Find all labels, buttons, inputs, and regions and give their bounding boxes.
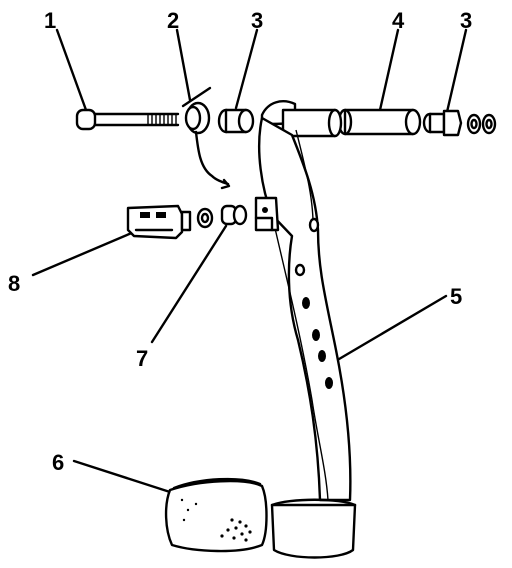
callout-labels: 1 2 3 4 3 5 6 7 8 — [8, 8, 472, 475]
callout-4: 4 — [392, 8, 405, 33]
spacer-tube — [337, 108, 422, 136]
leader-line-1 — [55, 28, 88, 112]
callout-5: 5 — [450, 284, 462, 309]
leader-line-8 — [31, 230, 136, 277]
bushing-right — [422, 109, 497, 137]
leader-lines — [31, 28, 468, 494]
callout-7: 7 — [136, 346, 148, 371]
leader-line-4 — [378, 28, 400, 112]
callout-3-right: 3 — [460, 8, 472, 33]
callout-8: 8 — [8, 271, 20, 296]
callout-2: 2 — [167, 8, 179, 33]
leader-line-5 — [332, 294, 448, 364]
leader-line-2 — [175, 28, 192, 102]
pedal-switch — [126, 204, 214, 240]
callout-3-left: 3 — [251, 8, 263, 33]
leader-line-3b — [445, 28, 468, 114]
pedal-pad — [164, 477, 268, 553]
callout-1: 1 — [44, 8, 56, 33]
bushing-left — [217, 108, 255, 134]
pivot-spring — [181, 86, 231, 190]
pedal-foot-block — [270, 498, 357, 559]
pedal-stop — [220, 204, 248, 226]
leader-line-3a — [234, 28, 259, 110]
callout-6: 6 — [52, 450, 64, 475]
pivot-bolt — [75, 108, 180, 131]
pedal-arm — [254, 100, 352, 502]
leader-line-7 — [150, 224, 228, 344]
arm-hole — [308, 217, 320, 233]
leader-line-6 — [72, 459, 172, 494]
